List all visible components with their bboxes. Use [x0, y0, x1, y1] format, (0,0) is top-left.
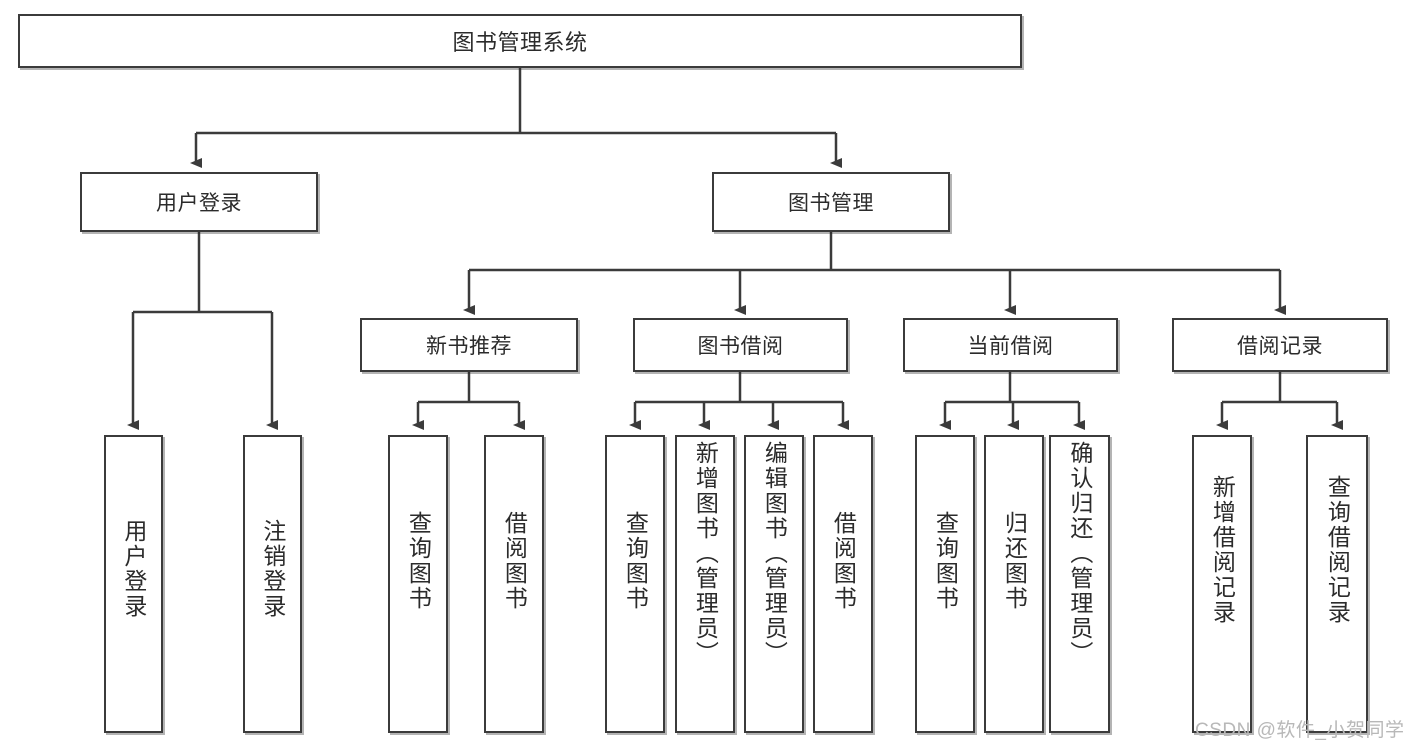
node-label: 查询图书: [932, 511, 959, 611]
leaf-user-login-logout[interactable]: 注销登录: [243, 435, 302, 733]
node-label: 借阅记录: [1237, 335, 1323, 358]
leaf-borrow-record-query-record[interactable]: 查询借阅记录: [1306, 435, 1368, 733]
leaf-borrow-record-add-record[interactable]: 新增借阅记录: [1192, 435, 1252, 733]
node-label: 图书借阅: [697, 335, 784, 358]
node-label: 查询图书: [405, 511, 432, 611]
node-new-book-recommendation[interactable]: 新书推荐: [360, 318, 578, 372]
node-label: 编辑图书（管理员）: [761, 441, 788, 666]
node-label: 借阅图书: [830, 511, 857, 611]
leaf-current-borrow-return-books[interactable]: 归还图书: [984, 435, 1044, 733]
node-label: 图书管理: [788, 192, 874, 215]
leaf-book-borrow-query-books[interactable]: 查询图书: [605, 435, 665, 733]
leaf-current-borrow-query-books[interactable]: 查询图书: [915, 435, 975, 733]
node-label: 注销登录: [259, 519, 286, 619]
node-label: 确认归还（管理员）: [1066, 441, 1093, 666]
leaf-new-book-borrow-books[interactable]: 借阅图书: [484, 435, 544, 733]
leaf-book-borrow-borrow-books[interactable]: 借阅图书: [813, 435, 873, 733]
node-label: 图书管理系统: [452, 30, 588, 55]
node-root-book-management-system[interactable]: 图书管理系统: [18, 14, 1022, 68]
leaf-user-login-login[interactable]: 用户登录: [104, 435, 163, 733]
node-borrowing-record[interactable]: 借阅记录: [1172, 318, 1388, 372]
node-current-borrowing[interactable]: 当前借阅: [903, 318, 1118, 372]
node-label: 借阅图书: [501, 511, 528, 611]
csdn-watermark: CSDN @软件_小贺同学: [1195, 720, 1405, 741]
node-label: 新书推荐: [426, 335, 512, 358]
node-label: 当前借阅: [967, 335, 1054, 358]
node-label: 新增图书（管理员）: [692, 441, 719, 666]
node-label: 查询图书: [622, 511, 649, 611]
node-label: 查询借阅记录: [1324, 475, 1351, 625]
leaf-book-borrow-add-book-admin[interactable]: 新增图书（管理员）: [675, 435, 735, 733]
node-label: 归还图书: [1001, 511, 1028, 611]
node-label: 用户登录: [120, 519, 147, 619]
leaf-current-borrow-confirm-return-admin[interactable]: 确认归还（管理员）: [1049, 435, 1110, 733]
node-book-management[interactable]: 图书管理: [712, 172, 950, 232]
leaf-book-borrow-edit-book-admin[interactable]: 编辑图书（管理员）: [744, 435, 804, 733]
leaf-new-book-query-books[interactable]: 查询图书: [388, 435, 448, 733]
node-book-borrowing[interactable]: 图书借阅: [633, 318, 848, 372]
node-label: 用户登录: [156, 192, 242, 215]
node-label: 新增借阅记录: [1209, 475, 1236, 625]
node-user-login[interactable]: 用户登录: [80, 172, 318, 232]
